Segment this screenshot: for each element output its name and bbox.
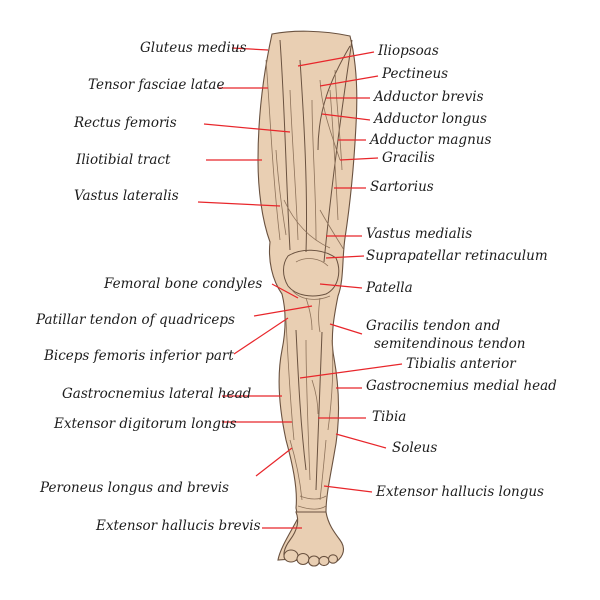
label-soleus: Soleus	[392, 440, 437, 456]
shin-muscle-lines	[285, 319, 334, 510]
label-vastus-medialis: Vastus medialis	[366, 226, 472, 242]
leader-gluteus-medius	[231, 47, 269, 51]
leader-iliopsoas	[297, 51, 375, 67]
leader-adductor-longus	[321, 113, 371, 121]
labels-right: Iliopsoas Pectineus Adductor brevis Addu…	[365, 43, 557, 500]
label-femoral-bone-condyles: Femoral bone condyles	[103, 276, 262, 292]
leader-vastus-lateralis	[197, 201, 281, 207]
leader-rectus-femoris	[203, 123, 291, 133]
leader-biceps-femoris	[233, 317, 289, 355]
label-gluteus-medius: Gluteus medius	[140, 40, 247, 56]
label-adductor-brevis: Adductor brevis	[372, 89, 484, 105]
label-rectus-femoris: Rectus femoris	[73, 115, 177, 131]
label-pectineus: Pectineus	[381, 66, 448, 82]
label-patella: Patella	[365, 280, 413, 296]
leader-pectineus	[319, 75, 379, 87]
label-semitendinous-tendon: semitendinous tendon	[374, 336, 525, 352]
label-gracilis: Gracilis	[382, 150, 435, 166]
leaders-right	[297, 51, 403, 493]
leader-extensor-hallucis-longus	[323, 485, 373, 493]
leader-gracilis	[339, 157, 379, 161]
leaders-left	[197, 47, 313, 529]
label-gastrocnemius-lateral: Gastrocnemius lateral head	[62, 386, 252, 402]
leader-femoral-bone-condyles	[271, 283, 299, 299]
leader-peroneus	[255, 447, 293, 477]
labels-left: Gluteus medius Tensor fasciae latae Rect…	[35, 40, 262, 534]
label-patellar-tendon: Patillar tendon of quadriceps	[35, 312, 235, 328]
leg-illustration	[257, 30, 358, 567]
label-gastrocnemius-medial: Gastrocnemius medial head	[366, 378, 557, 394]
label-adductor-magnus: Adductor magnus	[368, 132, 491, 148]
label-suprapatellar: Suprapatellar retinaculum	[366, 248, 548, 264]
label-biceps-femoris: Biceps femoris inferior part	[43, 348, 234, 364]
label-sartorius: Sartorius	[370, 179, 434, 195]
label-extensor-digitorum: Extensor digitorum longus	[53, 416, 237, 432]
label-extensor-hallucis-brevis: Extensor hallucis brevis	[95, 518, 261, 534]
label-extensor-hallucis-longus: Extensor hallucis longus	[375, 484, 544, 500]
leader-gracilis-tendon	[329, 323, 363, 335]
label-tensor-fasciae-latae: Tensor fasciae latae	[88, 77, 224, 93]
thigh-muscle-lines	[265, 39, 353, 263]
label-tibialis-anterior: Tibialis anterior	[406, 356, 517, 372]
label-vastus-lateralis: Vastus lateralis	[74, 188, 179, 204]
label-gracilis-tendon: Gracilis tendon and	[366, 318, 501, 334]
leader-tibialis-anterior	[299, 363, 403, 379]
label-peroneus: Peroneus longus and brevis	[39, 480, 229, 496]
label-iliopsoas: Iliopsoas	[377, 43, 439, 59]
toes	[283, 549, 339, 567]
leader-patella	[319, 283, 363, 289]
leader-patellar-tendon	[253, 305, 313, 317]
leader-soleus	[335, 433, 387, 449]
label-adductor-longus: Adductor longus	[372, 111, 487, 127]
label-iliotibial-tract: Iliotibial tract	[75, 152, 171, 168]
leader-suprapatellar	[325, 255, 365, 259]
label-tibia: Tibia	[372, 409, 406, 425]
knee	[283, 249, 340, 333]
